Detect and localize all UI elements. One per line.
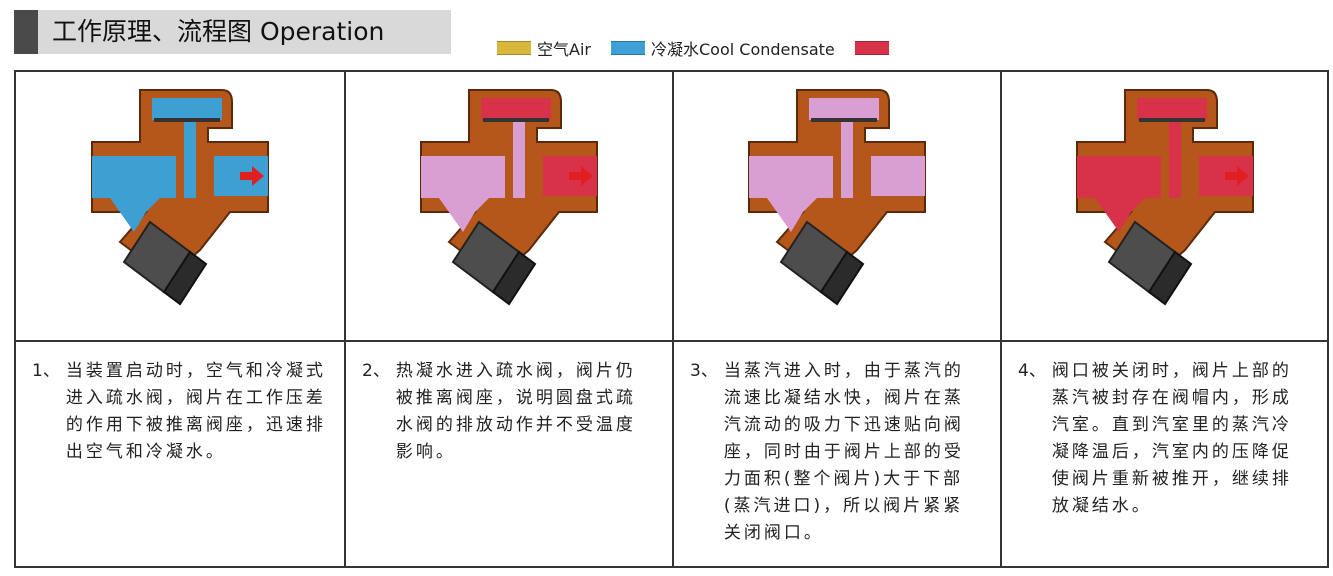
center-passage <box>184 122 196 198</box>
legend-swatch-air <box>497 41 531 55</box>
bonnet-chamber <box>152 98 222 120</box>
step-panel-4: 4、 阀口被关闭时，阀片上部的蒸汽被封存在阀帽内，形成汽室。直到汽室里的蒸汽冷凝… <box>1000 72 1327 566</box>
inlet-channel <box>421 156 505 232</box>
description-3: 3、 当蒸汽进入时，由于蒸汽的流速比凝结水快，阀片在蒸汽流动的吸力下迅速贴向阀座… <box>674 342 1000 566</box>
illustration-1 <box>16 72 344 342</box>
illustration-3 <box>674 72 1000 342</box>
legend-label-condensate: 冷凝水Cool Condensate <box>650 40 835 59</box>
step-text-2: 热凝水进入疏水阀，阀片仍被推离阀座，说明圆盘式疏水阀的排放动作并不受温度影响。 <box>395 361 636 462</box>
flow-arrow-icon <box>240 166 264 186</box>
description-1: 1、 当装置启动时，空气和冷凝式进入疏水阀，阀片在工作压差的作用下被推离阀座，迅… <box>16 342 344 566</box>
step-text-3: 当蒸汽进入时，由于蒸汽的流速比凝结水快，阀片在蒸汽流动的吸力下迅速贴向阀座，同时… <box>723 361 964 543</box>
step-text-4: 阀口被关闭时，阀片上部的蒸汽被封存在阀帽内，形成汽室。直到汽室里的蒸汽冷凝降温后… <box>1051 361 1292 516</box>
illustration-4 <box>1002 72 1327 342</box>
legend-item-steam <box>854 41 895 55</box>
step-text-1: 当装置启动时，空气和冷凝式进入疏水阀，阀片在工作压差的作用下被推离阀座，迅速排出… <box>65 361 326 462</box>
center-passage <box>841 122 853 198</box>
strainer-nut <box>491 250 537 306</box>
steam-trap-icon <box>91 89 269 306</box>
step-panel-1: 1、 当装置启动时，空气和冷凝式进入疏水阀，阀片在工作压差的作用下被推离阀座，迅… <box>16 72 344 566</box>
step-number-3: 3、 <box>690 361 718 381</box>
inlet-channel <box>749 156 833 232</box>
bonnet-chamber <box>809 98 879 120</box>
description-4: 4、 阀口被关闭时，阀片上部的蒸汽被封存在阀帽内，形成汽室。直到汽室里的蒸汽冷凝… <box>1002 342 1327 566</box>
flow-arrow-icon <box>569 166 593 186</box>
inlet-channel <box>92 156 176 232</box>
title-accent <box>14 10 38 54</box>
legend-item-condensate: 冷凝水Cool Condensate <box>610 36 835 60</box>
valve-disc <box>1138 118 1205 122</box>
center-passage <box>513 122 525 198</box>
page-title: 工作原理、流程图 Operation <box>52 17 385 46</box>
flow-arrow-icon <box>1224 166 1249 186</box>
bonnet-chamber <box>1136 98 1207 120</box>
valve-disc <box>811 118 877 122</box>
valve-disc <box>154 118 220 122</box>
step-number-2: 2、 <box>362 361 390 381</box>
step-panel-2: 2、 热凝水进入疏水阀，阀片仍被推离阀座，说明圆盘式疏水阀的排放动作并不受温度影… <box>344 72 672 566</box>
outlet-channel <box>871 156 925 196</box>
step-number-1: 1、 <box>32 361 60 381</box>
title-bar <box>14 10 451 54</box>
legend-item-air: 空气Air <box>497 36 591 60</box>
legend: 空气Air 冷凝水Cool Condensate <box>497 36 915 60</box>
valve-disc <box>483 118 549 122</box>
bonnet-chamber <box>481 98 551 120</box>
strainer-nut <box>162 250 208 306</box>
inlet-channel <box>1076 156 1161 232</box>
steam-trap-icon <box>748 89 926 306</box>
strainer-nut <box>819 250 865 306</box>
panels-frame: 1、 当装置启动时，空气和冷凝式进入疏水阀，阀片在工作压差的作用下被推离阀座，迅… <box>14 70 1329 568</box>
steam-trap-icon <box>1075 89 1254 306</box>
strainer-nut <box>1147 250 1192 306</box>
legend-label-air: 空气Air <box>537 40 591 59</box>
step-number-4: 4、 <box>1018 361 1046 381</box>
illustration-2 <box>346 72 672 342</box>
step-panel-3: 3、 当蒸汽进入时，由于蒸汽的流速比凝结水快，阀片在蒸汽流动的吸力下迅速贴向阀座… <box>672 72 1000 566</box>
legend-swatch-steam <box>854 41 889 55</box>
legend-swatch-condensate <box>610 41 645 55</box>
steam-trap-icon <box>420 89 598 306</box>
description-2: 2、 热凝水进入疏水阀，阀片仍被推离阀座，说明圆盘式疏水阀的排放动作并不受温度影… <box>346 342 672 566</box>
center-passage <box>1168 122 1181 198</box>
